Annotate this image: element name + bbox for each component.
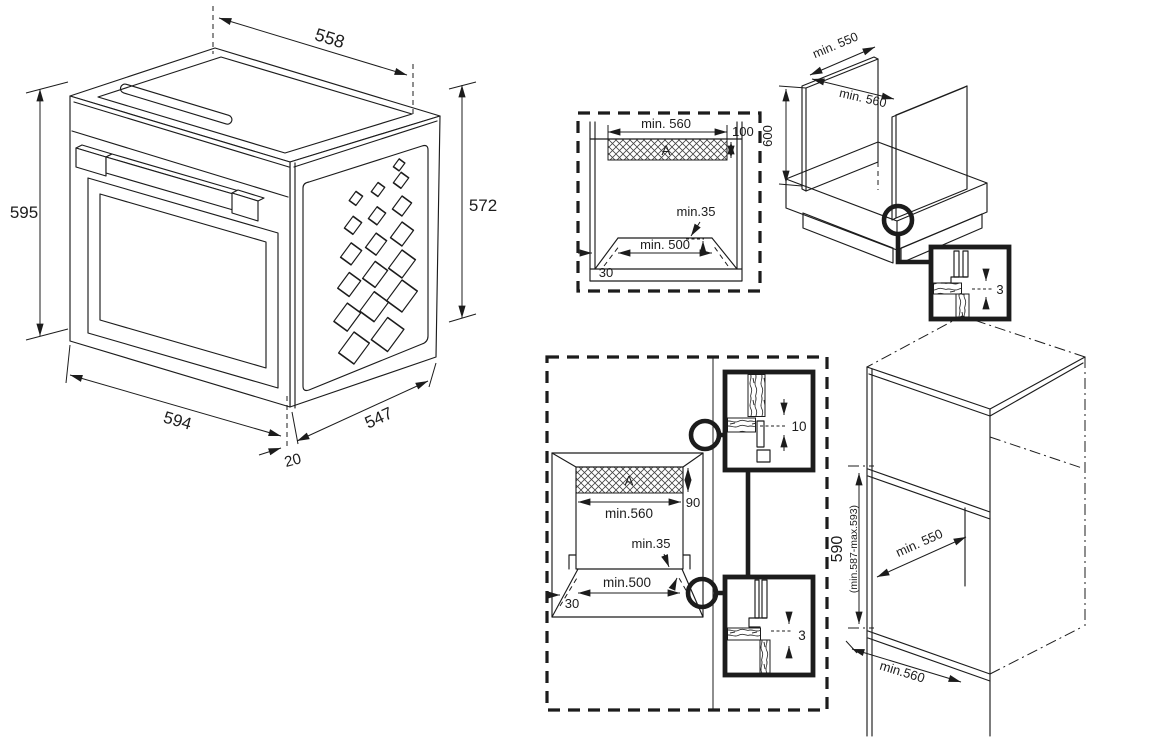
oven-door-window xyxy=(99,193,267,369)
dimension-base-cabinet-height: 600 xyxy=(760,85,807,187)
niche-bottom-vent-height-label: 90 xyxy=(686,495,700,510)
niche-bottom-detail-gap-top-label: 10 xyxy=(791,419,806,434)
niche-top-side-walls xyxy=(589,121,743,282)
tall-cabinet-depth-label: min. 550 xyxy=(893,526,945,560)
dimension-niche-bottom-bottom-width: min.500 xyxy=(578,575,680,597)
dimension-tall-cabinet-width: min.560 xyxy=(845,640,962,686)
niche-bottom-cutout-drawing: A 90 min.560 min.35 min.500 30 xyxy=(546,452,704,618)
niche-bottom-side-clearance-label: 30 xyxy=(565,596,579,611)
niche-top-vent-height-label: 100 xyxy=(732,124,754,139)
dimension-niche-bottom-top-width: min.560 xyxy=(578,498,681,521)
base-cabinet-right-panel xyxy=(891,85,968,221)
detail-marker-circle-bottom xyxy=(685,576,719,610)
dimension-niche-top-bottom-width: min. 500 xyxy=(618,237,712,257)
dimension-oven-door-gap: 20 xyxy=(258,396,304,471)
oven-right-face xyxy=(289,115,441,408)
oven-top-vent-slot xyxy=(119,83,233,125)
oven-handle xyxy=(75,144,265,222)
dimension-niche-top-width: min. 560 xyxy=(607,116,728,139)
niche-bottom-vent-area xyxy=(575,466,684,494)
niche-cutout-top-panel: A min. 560 100 min. 500 min.35 30 xyxy=(576,111,762,293)
niche-bottom-dashed-border xyxy=(545,355,829,712)
tall-cabinet-niche-height-label: 590 xyxy=(829,536,846,563)
niche-top-vent-area xyxy=(607,138,728,161)
base-cabinet-view: min. 550 min. 560 600 3 xyxy=(760,29,1012,322)
detail-leader-line xyxy=(895,234,931,265)
niche-bottom-detail-box-top: 10 xyxy=(722,369,816,473)
base-cabinet-back-panel xyxy=(801,56,879,192)
tall-cabinet-niche-height-range-label: (min.587-max.593) xyxy=(848,505,860,593)
niche-cutout-bottom-panel: A 90 min.560 min.35 min.500 30 xyxy=(545,355,829,712)
oven-isometric-view: 558 595 572 594 547 20 xyxy=(10,6,497,471)
detail-marker-circle-top xyxy=(688,418,722,452)
niche-top-rear-gap-label: min.35 xyxy=(676,204,715,219)
dimension-niche-top-side-clearance: 30 xyxy=(578,249,613,280)
oven-door-gap-label: 20 xyxy=(283,450,304,471)
dimension-niche-bottom-rear-gap: min.35 xyxy=(631,536,678,591)
oven-side-height-label: 572 xyxy=(469,196,497,215)
base-cabinet-detail-box: 3 xyxy=(928,244,1012,322)
tall-cabinet-view: 590 (min.587-max.593) min. 550 min.560 xyxy=(829,315,1086,737)
dimension-tall-cabinet-depth: min. 550 xyxy=(876,526,967,578)
niche-top-width-label: min. 560 xyxy=(641,116,691,131)
tall-cabinet-niche-top-edge xyxy=(867,468,991,520)
niche-bottom-detail-box-bottom: 3 xyxy=(722,574,816,678)
dimension-oven-side-height: 572 xyxy=(448,81,497,323)
base-cabinet-height-label: 600 xyxy=(760,125,775,147)
tall-cabinet-top-face xyxy=(866,356,1086,410)
oven-bottom-width-label: 594 xyxy=(161,408,194,434)
dimension-niche-top-vent-height: 100 xyxy=(727,124,754,158)
tall-cabinet-width-label: min.560 xyxy=(878,658,927,686)
niche-top-area-label: A xyxy=(661,143,670,158)
oven-front-height-label: 595 xyxy=(10,203,38,222)
oven-depth-label: 547 xyxy=(362,403,396,432)
niche-bottom-bottom-width-label: min.500 xyxy=(603,575,651,590)
dimension-niche-bottom-vent-height: 90 xyxy=(684,468,700,510)
niche-top-bottom-width-label: min. 500 xyxy=(640,237,690,252)
niche-bottom-detail-gap-bottom-label: 3 xyxy=(798,628,806,643)
niche-bottom-rear-gap-label: min.35 xyxy=(631,536,670,551)
niche-bottom-area-label: A xyxy=(625,473,634,488)
oven-side-diamond-pattern xyxy=(333,158,419,365)
niche-bottom-top-width-label: min.560 xyxy=(605,506,653,521)
dimension-tall-cabinet-niche-height: 590 (min.587-max.593) xyxy=(829,473,863,624)
dimension-niche-bottom-side-clearance: 30 xyxy=(546,591,579,611)
niche-top-dashed-border xyxy=(576,111,762,293)
dimension-niche-top-rear-gap: min.35 xyxy=(676,204,716,254)
detail-marker-circle xyxy=(881,203,915,237)
base-cabinet-detail-gap-label: 3 xyxy=(996,282,1003,297)
dimension-oven-front-height: 595 xyxy=(10,81,69,341)
niche-top-side-clearance-label: 30 xyxy=(599,265,613,280)
oven-side-panel xyxy=(302,144,429,392)
